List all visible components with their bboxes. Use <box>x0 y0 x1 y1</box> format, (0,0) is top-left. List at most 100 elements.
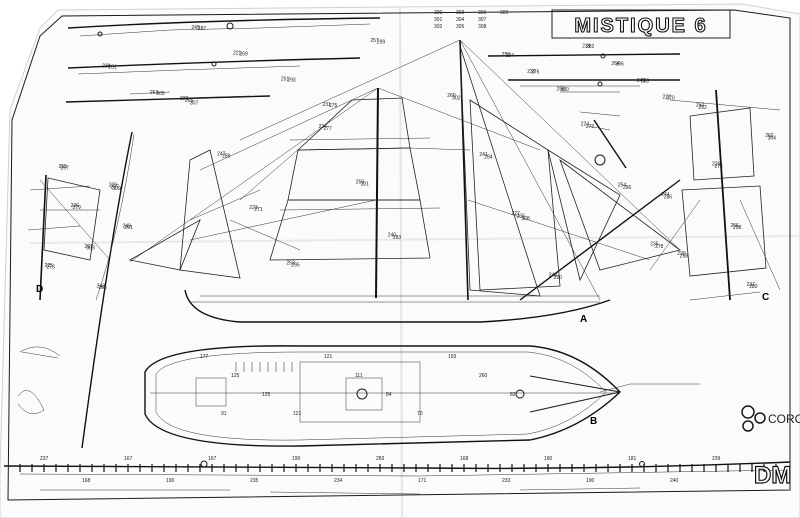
part-number: 303 <box>86 246 95 252</box>
part-number: 273 <box>47 265 56 271</box>
part-number: 222 <box>662 95 671 101</box>
rail-part-number: 167 <box>124 456 133 462</box>
detail-long-spar <box>81 131 135 449</box>
rail-part-number: 233 <box>502 478 511 484</box>
foremast <box>375 87 379 299</box>
part-number: 270 <box>666 95 675 101</box>
part-number: 267 <box>111 184 120 190</box>
part-number: 309 <box>112 186 121 192</box>
part-number: 230 <box>677 251 686 257</box>
part-number: 272 <box>586 124 595 130</box>
rail-part-number: 171 <box>418 478 427 484</box>
deck-part-number: 91 <box>221 411 227 417</box>
part-number: 281 <box>108 65 117 71</box>
part-number: 246 <box>637 78 646 84</box>
part-number: 263 <box>150 90 159 96</box>
part-number: 252 <box>502 52 511 58</box>
sail-plan-profile <box>128 39 681 323</box>
part-number: 290 <box>554 275 563 281</box>
part-number: 224 <box>581 121 590 127</box>
rail-part-number: 240 <box>670 478 679 484</box>
deck-part-number: 84 <box>386 392 392 398</box>
section-label-b: B <box>590 416 597 427</box>
fitting-details <box>17 111 627 415</box>
part-number: 307 <box>190 100 199 106</box>
part-number: 301 <box>361 181 370 187</box>
part-number: 254 <box>618 183 627 189</box>
part-number: 241 <box>479 152 488 158</box>
part-number: 251 <box>281 77 290 83</box>
rail-part-number: 283 <box>376 456 385 462</box>
rail-part-number: 167 <box>208 456 217 462</box>
part-number: 247 <box>217 152 226 158</box>
part-number: 288 <box>641 79 650 85</box>
part-number: 291 <box>124 225 133 231</box>
part-number: 261 <box>85 244 94 250</box>
part-number-labels: 2332272292302212222232242252262312322342… <box>40 25 776 484</box>
legend-entry: 307 <box>478 17 487 23</box>
legend-entry: 301 <box>434 17 443 23</box>
part-number: 287 <box>198 26 207 32</box>
part-number: 257 <box>370 38 379 44</box>
part-number: 302 <box>452 95 461 101</box>
part-number: 237 <box>747 282 756 288</box>
part-number: 255 <box>59 164 68 170</box>
part-number: 260 <box>447 93 456 99</box>
corel-logo: CORC <box>741 405 800 432</box>
part-number: 295 <box>291 263 300 269</box>
part-number: 297 <box>60 165 69 171</box>
deck-part-number: 121 <box>324 354 333 360</box>
plan-title: MISTIQUE 6 <box>551 9 731 39</box>
part-number: 286 <box>664 195 673 201</box>
legend-entry: 308 <box>478 24 487 30</box>
rail-part-number: 190 <box>292 456 301 462</box>
part-number: 231 <box>323 102 332 108</box>
deck-part-number: 82 <box>510 392 516 398</box>
part-number: 304 <box>768 136 777 142</box>
section-label-d: D <box>36 284 43 295</box>
part-number: 232 <box>527 69 536 75</box>
spar-detail-top-right <box>487 53 681 93</box>
rail-part-number: 190 <box>166 478 175 484</box>
section-label-a: A <box>580 314 587 325</box>
rail-part-number: 237 <box>40 456 49 462</box>
rail-part-number: 234 <box>334 478 343 484</box>
rail-part-number: 168 <box>460 456 469 462</box>
part-number: 275 <box>329 103 338 109</box>
legend-entry: 303 <box>456 10 465 16</box>
part-number: 277 <box>324 126 333 132</box>
part-number: 264 <box>611 61 620 67</box>
legend-entry: 300 <box>434 10 443 16</box>
part-number: 283 <box>393 235 402 241</box>
deck-part-number: 70 <box>417 411 423 417</box>
deck-part-number: 111 <box>355 373 363 379</box>
part-number: 298 <box>733 225 742 231</box>
part-number: 292 <box>698 105 707 111</box>
part-number: 249 <box>123 224 132 230</box>
part-number: 258 <box>557 87 566 93</box>
part-number: 240 <box>388 233 397 239</box>
deck-part-number: 260 <box>479 373 488 379</box>
part-number: 229 <box>109 183 118 189</box>
part-number: 262 <box>765 133 774 139</box>
part-number: 269 <box>239 51 248 57</box>
part-number: 233 <box>180 96 189 102</box>
legend-entry: 306 <box>478 10 487 16</box>
part-number: 265 <box>185 98 194 104</box>
part-number: 308 <box>521 216 530 222</box>
rail-part-number: 190 <box>544 456 553 462</box>
part-number: 300 <box>561 87 570 93</box>
part-number: 221 <box>233 50 242 56</box>
part-number: 227 <box>512 211 521 217</box>
part-number: 278 <box>655 244 664 250</box>
part-number: 274 <box>714 164 723 170</box>
part-number: 271 <box>254 207 263 213</box>
fold-line-vertical <box>399 5 403 518</box>
legend-entry: 309 <box>500 10 509 16</box>
legend-entry: 305 <box>456 24 465 30</box>
part-number: 276 <box>531 70 540 76</box>
part-number: 305 <box>156 91 165 97</box>
drawing-border <box>7 9 791 501</box>
bowsprit <box>519 179 681 301</box>
rail-part-number: 168 <box>82 478 91 484</box>
